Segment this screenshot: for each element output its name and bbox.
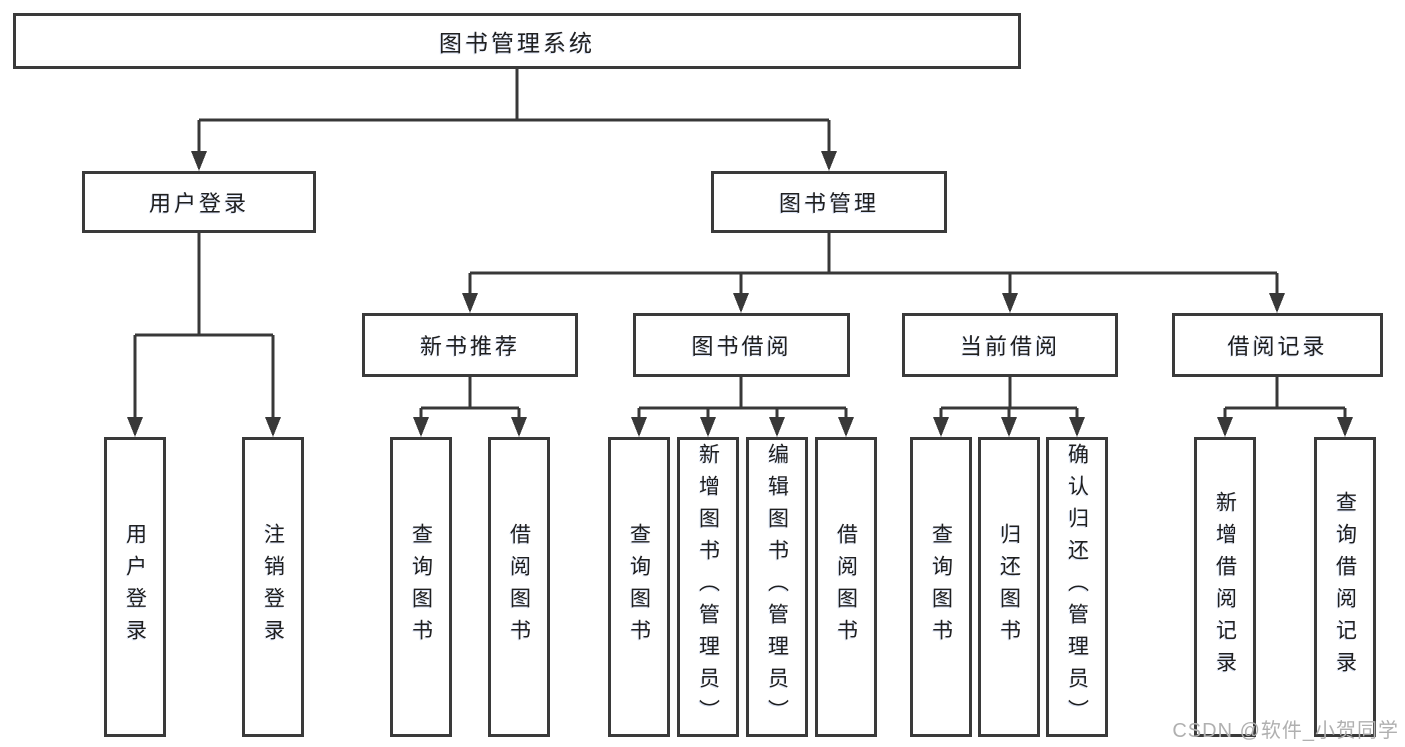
node-borrowing-records: 借阅记录 — [1172, 313, 1383, 377]
leaf-confirm-return-admin: 确认归还（管理员） — [1046, 437, 1108, 737]
leaf-add-borrow-record-label: 新增借阅记录 — [1213, 491, 1237, 683]
node-book-management-label: 图书管理 — [778, 191, 879, 216]
leaf-search-borrow-record: 查询借阅记录 — [1314, 437, 1376, 737]
arrowhead-down — [1001, 417, 1017, 437]
arrowhead-down — [265, 417, 281, 437]
leaf-search-books-current-label: 查询图书 — [929, 523, 953, 651]
arrowhead-down — [1217, 417, 1233, 437]
arrowhead-down — [127, 417, 143, 437]
leaf-user-login: 用户登录 — [104, 437, 166, 737]
leaf-search-books-current: 查询图书 — [910, 437, 972, 737]
arrowhead-down — [631, 417, 647, 437]
node-root: 图书管理系统 — [13, 13, 1021, 69]
node-new-book-recommendation-label: 新书推荐 — [419, 334, 520, 359]
leaf-search-books-borrowing: 查询图书 — [608, 437, 670, 737]
arrowhead-down — [191, 151, 207, 171]
leaf-search-books-recommend: 查询图书 — [390, 437, 452, 737]
arrowhead-down — [838, 417, 854, 437]
leaf-borrow-books-borrowing: 借阅图书 — [815, 437, 877, 737]
node-current-borrowing: 当前借阅 — [902, 313, 1118, 377]
arrowhead-down — [733, 293, 749, 313]
arrowhead-down — [1002, 293, 1018, 313]
leaf-logout: 注销登录 — [242, 437, 304, 737]
leaf-logout-label: 注销登录 — [261, 523, 285, 651]
arrowhead-down — [769, 417, 785, 437]
leaf-borrow-books-recommend: 借阅图书 — [488, 437, 550, 737]
arrowhead-down — [462, 293, 478, 313]
watermark: CSDN @软件_小贺同学 — [1172, 720, 1399, 742]
arrowhead-down — [821, 151, 837, 171]
leaf-add-book-admin: 新增图书（管理员） — [677, 437, 739, 737]
node-book-management: 图书管理 — [711, 171, 947, 233]
node-book-borrowing-label: 图书借阅 — [691, 334, 792, 359]
node-new-book-recommendation: 新书推荐 — [362, 313, 578, 377]
leaf-user-login-label: 用户登录 — [123, 523, 147, 651]
node-root-label: 图书管理系统 — [439, 30, 595, 56]
leaf-search-books-recommend-label: 查询图书 — [409, 523, 433, 651]
arrowhead-down — [413, 417, 429, 437]
arrowhead-down — [1269, 293, 1285, 313]
leaf-borrow-books-borrowing-label: 借阅图书 — [834, 523, 858, 651]
arrowhead-down — [700, 417, 716, 437]
leaf-borrow-books-recommend-label: 借阅图书 — [507, 523, 531, 651]
node-user-login: 用户登录 — [82, 171, 316, 233]
leaf-search-books-borrowing-label: 查询图书 — [627, 523, 651, 651]
leaf-add-book-admin-label: 新增图书（管理员） — [696, 443, 720, 731]
leaf-search-borrow-record-label: 查询借阅记录 — [1333, 491, 1357, 683]
leaf-add-borrow-record: 新增借阅记录 — [1194, 437, 1256, 737]
node-borrowing-records-label: 借阅记录 — [1227, 334, 1328, 359]
leaf-edit-book-admin: 编辑图书（管理员） — [746, 437, 808, 737]
leaf-return-books: 归还图书 — [978, 437, 1040, 737]
leaf-confirm-return-admin-label: 确认归还（管理员） — [1065, 443, 1089, 731]
leaf-edit-book-admin-label: 编辑图书（管理员） — [765, 443, 789, 731]
node-current-borrowing-label: 当前借阅 — [959, 334, 1060, 359]
arrowhead-down — [1337, 417, 1353, 437]
node-user-login-label: 用户登录 — [148, 191, 249, 216]
arrowhead-down — [933, 417, 949, 437]
leaf-return-books-label: 归还图书 — [997, 523, 1021, 651]
arrowhead-down — [511, 417, 527, 437]
node-book-borrowing: 图书借阅 — [633, 313, 850, 377]
arrowhead-down — [1069, 417, 1085, 437]
